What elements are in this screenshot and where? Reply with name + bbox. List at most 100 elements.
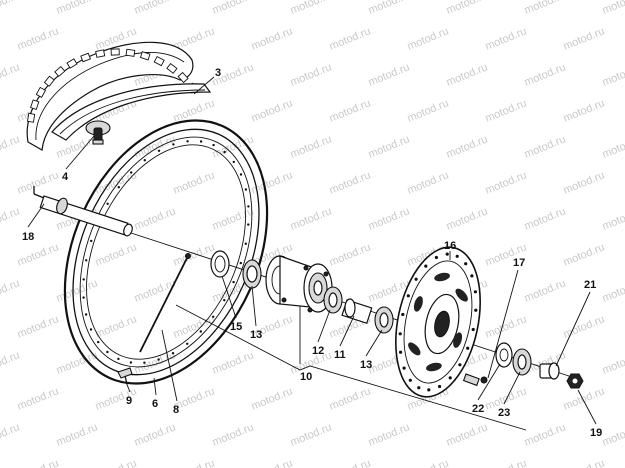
tread-block: [166, 62, 178, 74]
watermark-text: motod.ru: [523, 61, 568, 88]
watermark-text: motod.ru: [328, 241, 373, 268]
brake-disc: [395, 246, 481, 398]
rim-hole: [244, 188, 248, 191]
rim-hole: [97, 340, 100, 344]
watermark-text: motod.ru: [601, 133, 625, 160]
valve: [85, 120, 111, 145]
disc-hole: [406, 294, 410, 298]
disc-hole: [414, 277, 418, 281]
watermark-text: motod.ru: [16, 241, 61, 268]
watermark-text: motod.ru: [601, 349, 625, 376]
part-label-13-left: 13: [250, 329, 262, 341]
watermark-text: motod.ru: [289, 421, 334, 448]
disc-hole: [464, 262, 468, 266]
watermark-text: motod.ru: [406, 169, 451, 196]
watermark-text: motod.ru: [0, 349, 21, 376]
rim-hole: [186, 140, 189, 143]
disc-vent-holes: [398, 252, 478, 392]
disc-hole: [473, 290, 477, 294]
rim-hole: [117, 357, 120, 361]
part-label-15: 15: [230, 321, 242, 333]
disc-hole: [474, 308, 478, 312]
disc-hole: [424, 264, 428, 268]
bearing-hub: [323, 286, 343, 314]
watermark-text: motod.ru: [484, 169, 529, 196]
watermark-text: motod.ru: [55, 421, 100, 448]
rim-hole: [106, 202, 109, 205]
rim-hole: [223, 299, 226, 302]
rim-hole: [90, 239, 93, 243]
watermark-text: motod.ru: [484, 25, 529, 52]
rim-hole: [186, 342, 189, 345]
watermark-text: motod.ru: [16, 313, 61, 340]
watermark-text: motod.ru: [445, 205, 490, 232]
part-label-16: 16: [444, 240, 456, 252]
watermark-text: motod.ru: [445, 0, 490, 17]
rim-hole: [84, 313, 88, 316]
disc-hole: [402, 366, 406, 370]
part-label-21: 21: [584, 279, 596, 291]
bearing-right: [374, 306, 394, 334]
part-labels: 3 4 18 16 17 21 15 13 12 11 13 10 22 23 …: [22, 67, 602, 439]
rim-hole: [199, 330, 202, 333]
watermark-text: motod.ru: [367, 61, 412, 88]
tread-block: [43, 75, 55, 87]
disc-hole: [471, 327, 475, 332]
watermark-text: motod.ru: [484, 457, 529, 468]
disc-hole: [466, 346, 470, 350]
watermark-text: motod.ru: [328, 169, 373, 196]
watermark-text: motod.ru: [328, 97, 373, 124]
rim-hole: [244, 242, 247, 245]
watermark-text: motod.ru: [289, 61, 334, 88]
rim-hole: [89, 328, 93, 331]
rim-hole: [85, 259, 88, 262]
disc-bolt: [462, 373, 488, 387]
part-label-19: 19: [590, 427, 602, 439]
rim-hole: [172, 143, 175, 146]
watermark-text: motod.ru: [250, 97, 295, 124]
disc-slot: [455, 288, 468, 302]
tread-block: [26, 112, 36, 123]
tire-tread: [26, 48, 198, 123]
watermark-text: motod.ru: [0, 205, 21, 232]
part-label-23: 23: [498, 407, 510, 419]
disc-hole: [438, 384, 442, 389]
disc-hole: [398, 332, 402, 336]
tread-block: [153, 55, 165, 67]
rim-hole: [143, 361, 146, 364]
watermark-text: motod.ru: [133, 205, 178, 232]
watermark-text: motod.ru: [562, 313, 607, 340]
part-label-18: 18: [22, 231, 34, 243]
spoke: [139, 255, 189, 353]
watermark-text: motod.ru: [16, 385, 61, 412]
tire: [26, 41, 198, 151]
disc-hole: [399, 350, 403, 354]
watermark-text: motod.ru: [484, 313, 529, 340]
watermark-text: motod.ru: [523, 277, 568, 304]
watermark-text: motod.ru: [406, 97, 451, 124]
watermark-text: motod.ru: [250, 385, 295, 412]
rim-hole: [212, 315, 215, 318]
axle-nut: [566, 373, 584, 389]
watermark-text: motod.ru: [601, 421, 625, 448]
watermark-text: motod.ru: [406, 25, 451, 52]
watermark-text: motod.ru: [172, 241, 217, 268]
seal-right: [495, 342, 513, 368]
rim-hole: [247, 205, 250, 208]
rim-hole: [82, 278, 85, 281]
watermark-text: motod.ru: [211, 0, 256, 17]
rim-hole: [143, 159, 146, 162]
leader-lines: [27, 76, 597, 431]
watermark-text: motod.ru: [484, 97, 529, 124]
watermark-text: motod.ru: [562, 169, 607, 196]
watermark-text: motod.ru: [0, 133, 21, 160]
watermark-text: motod.ru: [133, 421, 178, 448]
part-label-8: 8: [173, 404, 179, 416]
watermark-text: motod.ru: [367, 133, 412, 160]
disc-slot: [453, 332, 463, 348]
rim-hole: [129, 361, 133, 364]
watermark-text: motod.ru: [367, 0, 412, 17]
watermark-text: motod.ru: [211, 421, 256, 448]
spacer-collar: [539, 362, 560, 380]
watermark-text: motod.ru: [0, 421, 21, 448]
